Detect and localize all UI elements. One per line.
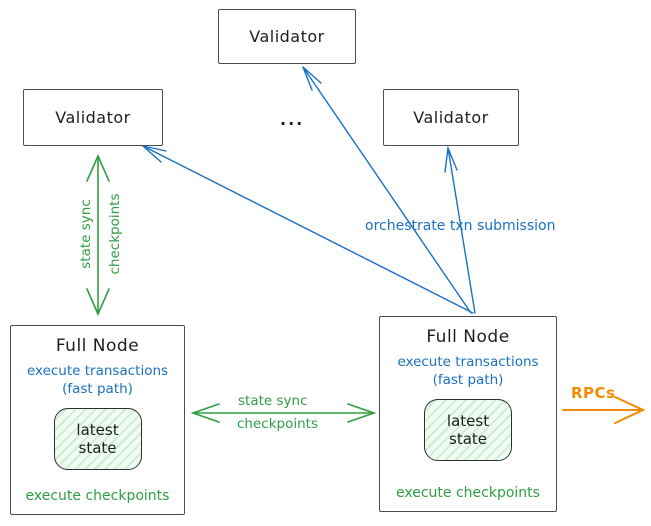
full-node-title: Full Node	[55, 336, 140, 356]
fast-path-line: (fast path)	[432, 372, 504, 389]
validator-box-right: Validator	[383, 89, 519, 146]
orchestrate-txn-submission-label: orchestrate txn submission	[365, 218, 556, 234]
latest-state-line: state	[449, 430, 487, 449]
vertical-arrow-label-state-sync: state sync	[78, 199, 94, 269]
full-node-box-right: Full Node execute transactions (fast pat…	[379, 316, 557, 512]
validator-label: Validator	[413, 108, 489, 127]
validator-box-top: Validator	[218, 9, 356, 64]
execute-transactions-line: execute transactions	[26, 363, 169, 379]
execute-checkpoints-label: execute checkpoints	[396, 485, 540, 501]
validator-label: Validator	[55, 108, 131, 127]
validator-box-left: Validator	[23, 89, 163, 146]
latest-state-box: latest state	[424, 399, 512, 462]
full-node-box-left: Full Node execute transactions (fast pat…	[10, 325, 185, 515]
validators-ellipsis: ...	[280, 110, 305, 129]
latest-state-box: latest state	[53, 408, 142, 471]
vertical-arrow-label-checkpoints: checkpoints	[107, 193, 123, 275]
full-node-execute-transactions: execute transactions (fast path)	[397, 353, 538, 389]
horizontal-arrow-label-state-sync: state sync	[238, 393, 308, 409]
full-node-execute-transactions: execute transactions (fast path)	[27, 362, 168, 398]
execute-checkpoints-label: execute checkpoints	[25, 488, 170, 504]
execute-transactions-line: execute transactions	[397, 354, 539, 370]
fast-path-line: (fast path)	[62, 381, 133, 398]
validator-label: Validator	[249, 27, 325, 46]
latest-state-line: latest	[446, 411, 490, 430]
latest-state-line: state	[78, 439, 117, 458]
full-node-title: Full Node	[426, 327, 510, 347]
rpcs-label: RPCs	[571, 384, 616, 402]
horizontal-arrow-label-checkpoints: checkpoints	[237, 416, 318, 432]
latest-state-line: latest	[76, 420, 119, 439]
